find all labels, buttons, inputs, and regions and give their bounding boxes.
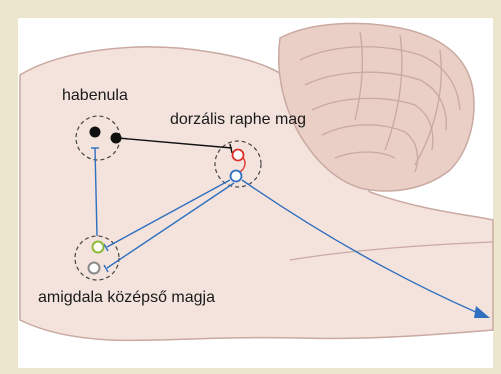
raphe-neuron-red (233, 150, 244, 161)
habenula-label: habenula (62, 88, 128, 104)
habenula-neuron-1 (90, 127, 101, 138)
amygdala-neuron-gray (89, 263, 100, 274)
raphe-label: dorzális raphe mag (170, 112, 306, 128)
raphe-neuron-blue (231, 171, 242, 182)
habenula-neuron-2 (111, 133, 122, 144)
amygdala-neuron-green (93, 242, 104, 253)
amygdala-label: amigdala középső magja (38, 290, 215, 306)
